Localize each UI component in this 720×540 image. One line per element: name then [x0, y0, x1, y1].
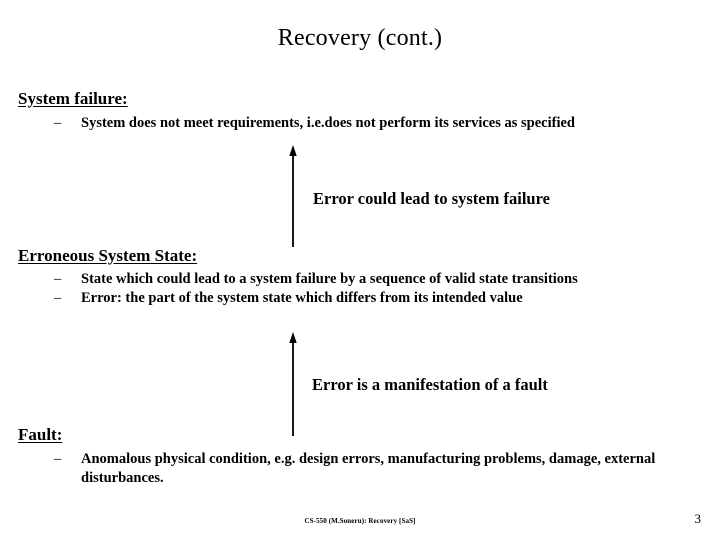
up-arrow-glyph [289, 145, 297, 247]
up-arrow-icon-error-to-failure [286, 145, 300, 247]
list-item: – Anomalous physical condition, e.g. des… [54, 450, 694, 488]
bullet-list-erroneous-system-state: – State which could lead to a system fai… [54, 270, 694, 308]
bullet-dash-icon: – [54, 451, 62, 467]
up-arrow-icon-fault-to-error [286, 332, 300, 436]
bullet-dash-icon: – [54, 271, 62, 287]
list-item-text: State which could lead to a system failu… [81, 271, 578, 287]
section-heading-erroneous-system-state: Erroneous System State: [18, 246, 198, 265]
section-heading-system-failure: System failure: [18, 89, 128, 108]
bullet-list-fault: – Anomalous physical condition, e.g. des… [54, 450, 694, 488]
page-number: 3 [694, 511, 702, 526]
bullet-dash-icon: – [54, 115, 62, 131]
list-item: – Error: the part of the system state wh… [54, 289, 694, 308]
callout-error-could-lead-to-system-failure: Error could lead to system failure [313, 189, 550, 208]
list-item-text: System does not meet requirements, i.e.d… [81, 115, 575, 131]
page-title: Recovery (cont.) [277, 25, 443, 51]
footer-note: CS-550 (M.Soneru): Recovery [SaS] [304, 517, 416, 525]
list-item: – System does not meet requirements, i.e… [54, 114, 694, 133]
list-item-text: Error: the part of the system state whic… [81, 290, 523, 306]
bullet-dash-icon: – [54, 290, 62, 306]
bullet-list-system-failure: – System does not meet requirements, i.e… [54, 114, 694, 133]
list-item-text: Anomalous physical condition, e.g. desig… [81, 451, 656, 486]
list-item: – State which could lead to a system fai… [54, 270, 694, 289]
up-arrow-glyph [289, 332, 297, 436]
callout-error-is-a-manifestation-of-a-fault: Error is a manifestation of a fault [312, 375, 548, 394]
section-heading-fault: Fault: [18, 425, 63, 444]
